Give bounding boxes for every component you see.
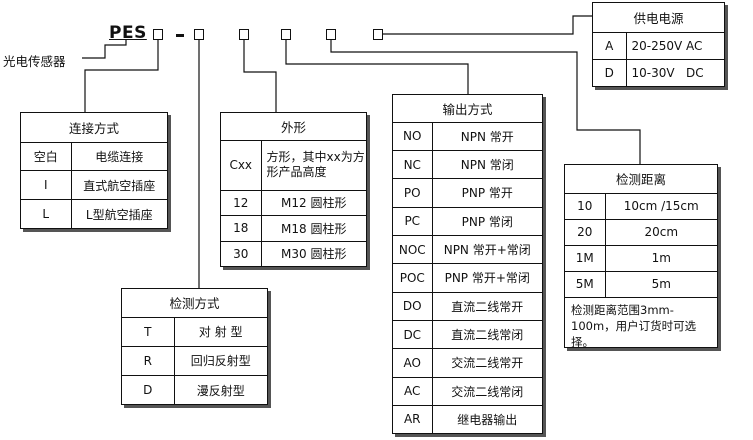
table-cell-code: AC xyxy=(393,376,433,406)
table-cell-desc: 方形，其中xx为方形产品高度 xyxy=(260,139,366,191)
table-cell-code: AO xyxy=(393,348,433,378)
line-power xyxy=(377,15,592,40)
table-cell-desc: 5m xyxy=(604,270,717,298)
code-slot-detection xyxy=(194,29,204,40)
table-cell-desc: 对 射 型 xyxy=(173,316,267,347)
table-cell-desc: 直流二线常闭 xyxy=(431,319,542,350)
table-cell-desc: 继电器输出 xyxy=(431,404,542,433)
code-slot-output xyxy=(281,29,291,40)
table-title: 外形 xyxy=(221,113,366,141)
table-cell-code: Cxx xyxy=(221,139,262,191)
table-cell-code: DO xyxy=(393,291,433,321)
code-slot-connection xyxy=(153,29,163,40)
table-cell-desc: NPN 常开 xyxy=(431,121,542,151)
table-title: 连接方式 xyxy=(21,113,167,143)
table-cell-code: PO xyxy=(393,178,433,208)
table-cell-desc: 1m xyxy=(604,244,717,272)
table-cell-code: D xyxy=(122,375,175,404)
table-cell-code: 5M xyxy=(565,270,606,298)
table-cell-desc: 20cm xyxy=(604,218,717,246)
table-cell-code: NC xyxy=(393,149,433,180)
table-cell-code: I xyxy=(21,170,72,201)
table-cell-code: POC xyxy=(393,263,433,293)
table-cell-code: D xyxy=(593,58,627,86)
distance-note: 检测距离范围3mm-100m，用户订货时可选择。 xyxy=(565,296,717,354)
model-prefix: PES xyxy=(109,23,147,43)
table-cell-desc: 电缆连接 xyxy=(70,141,167,172)
line-shape xyxy=(243,40,277,112)
table-cell-code: NO xyxy=(393,121,433,151)
code-dash xyxy=(176,34,184,37)
table-cell-desc: L型航空插座 xyxy=(70,199,167,228)
table-cell-code: 12 xyxy=(221,189,262,217)
table-cell-desc: M18 圆柱形 xyxy=(260,215,366,242)
table-cell-code: PC xyxy=(393,206,433,236)
table-cell-code: 18 xyxy=(221,215,262,242)
line-product-label xyxy=(82,40,127,59)
table-cell-code: 10 xyxy=(565,192,606,220)
table-cell-desc: 交流二线常闭 xyxy=(431,376,542,406)
table-cell-desc: 回归反射型 xyxy=(173,345,267,377)
code-slot-shape xyxy=(239,29,249,40)
table-cell-desc: NPN 常闭 xyxy=(431,149,542,180)
table-title: 输出方式 xyxy=(393,95,542,123)
table-cell-desc: 漫反射型 xyxy=(173,375,267,404)
table-cell-desc: 直式航空插座 xyxy=(70,170,167,201)
table-cell-code: L xyxy=(21,199,72,228)
table-cell-code: NOC xyxy=(393,234,433,265)
table-cell-code: A xyxy=(593,31,627,60)
table-cell-desc: 交流二线常开 xyxy=(431,348,542,378)
table-cell-desc: M30 圆柱形 xyxy=(260,240,366,266)
table-cell-desc: 10cm /15cm xyxy=(604,192,717,220)
table-cell-desc: 10-30V DC xyxy=(625,58,724,86)
table-cell-code: R xyxy=(122,345,175,377)
table-cell-code: 1M xyxy=(565,244,606,272)
line-output xyxy=(285,40,469,94)
table-cell-code: 30 xyxy=(221,240,262,266)
table-cell-desc: NPN 常开+常闭 xyxy=(431,234,542,265)
table-cell-desc: PNP 常开+常闭 xyxy=(431,263,542,293)
table-cell-desc: PNP 常闭 xyxy=(431,206,542,236)
table-title: 检测方式 xyxy=(122,289,267,318)
table-cell-code: AR xyxy=(393,404,433,433)
code-slot-distance xyxy=(326,29,336,40)
table-cell-code: DC xyxy=(393,319,433,350)
table-cell-code: T xyxy=(122,316,175,347)
product-label: 光电传感器 xyxy=(3,54,66,69)
table-cell-desc: M12 圆柱形 xyxy=(260,189,366,217)
table-title: 供电电源 xyxy=(593,3,724,33)
line-distance xyxy=(330,40,641,164)
line-connection xyxy=(84,40,159,112)
code-slot-power xyxy=(373,29,383,40)
table-cell-desc: 直流二线常开 xyxy=(431,291,542,321)
table-cell-code: 20 xyxy=(565,218,606,246)
table-cell-desc: 20-250V AC xyxy=(625,31,724,60)
table-title: 检测距离 xyxy=(565,165,717,194)
table-cell-desc: PNP 常开 xyxy=(431,178,542,208)
table-cell-code: 空白 xyxy=(21,141,72,172)
